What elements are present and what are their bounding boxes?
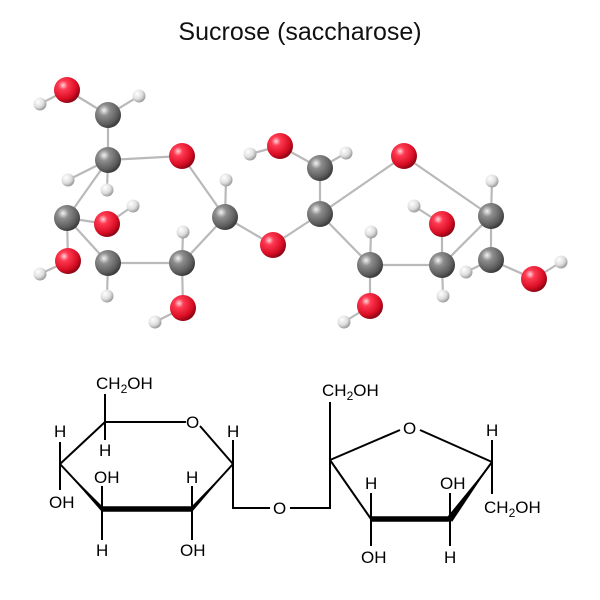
- h-label-f3: H: [365, 474, 377, 493]
- hydrogen-atom: [243, 147, 257, 161]
- carbon-atom: [478, 247, 504, 273]
- glycosidic-oxygen: O: [273, 499, 286, 518]
- hydrogen-atom: [100, 289, 114, 303]
- hydrogen-atom: [132, 89, 146, 103]
- hydrogen-atom: [337, 315, 351, 329]
- h-label-c5: H: [99, 441, 111, 460]
- ring-wedge-left: [60, 464, 102, 512]
- hydrogen-atom: [176, 225, 190, 239]
- oxygen-atom: [55, 248, 81, 274]
- model-atoms: [33, 77, 568, 329]
- oxygen-atom: [170, 295, 196, 321]
- ring-wedge-f-left: [330, 460, 373, 522]
- bond-c4-c5: [59, 421, 106, 465]
- ch2oh-label-fructose-right: CH2OH: [484, 498, 541, 520]
- oxygen-atom: [429, 211, 455, 237]
- oxygen-atom: [94, 211, 120, 237]
- oxygen-atom: [169, 143, 195, 169]
- hydrogen-atom: [554, 255, 568, 269]
- hydrogen-atom: [148, 315, 162, 329]
- carbon-atom: [429, 252, 455, 278]
- oxygen-atom: [391, 143, 417, 169]
- model-bond: [403, 155, 492, 217]
- ch2oh-label-glucose: CH2OH: [96, 374, 153, 396]
- carbon-atom: [95, 147, 121, 173]
- hydrogen-atom: [485, 174, 499, 188]
- h-label-f5: H: [486, 421, 498, 440]
- diagram-title: Sucrose (saccharose): [178, 18, 422, 46]
- carbon-atom: [95, 102, 121, 128]
- hydrogen-atom: [33, 267, 47, 281]
- ring-wedge-right: [192, 464, 233, 512]
- oxygen-atom: [260, 232, 286, 258]
- hydrogen-atom: [364, 225, 378, 239]
- ring-wedge-f-right: [448, 462, 492, 522]
- oh-label-f3: OH: [361, 548, 387, 567]
- glycosidic-bond-left: [232, 464, 270, 509]
- hydrogen-atom: [126, 199, 140, 213]
- bond-f2-o: [329, 429, 401, 461]
- h-label-c1: H: [227, 422, 239, 441]
- h-label-f4: H: [444, 548, 456, 567]
- hydrogen-atom: [459, 265, 473, 279]
- hydrogen-atom: [100, 183, 114, 197]
- hydrogen-atom: [219, 173, 233, 187]
- carbon-atom: [357, 252, 383, 278]
- ring-oxygen-fructose: O: [403, 419, 416, 438]
- carbon-atom: [54, 205, 80, 231]
- carbon-atom: [478, 203, 504, 229]
- oh-label-c3: OH: [94, 468, 120, 487]
- hydrogen-atom: [33, 97, 47, 111]
- ring-oxygen-glucose: O: [186, 413, 199, 432]
- oxygen-atom: [521, 266, 547, 292]
- bond-o-c1: [199, 425, 234, 465]
- oxygen-atom: [54, 77, 80, 103]
- carbon-atom: [307, 155, 333, 181]
- hydrogen-atom: [61, 173, 75, 187]
- oh-label-c4: OH: [49, 493, 75, 512]
- h-label-c2: H: [186, 468, 198, 487]
- ch2oh-label-fructose-top: CH2OH: [322, 381, 379, 403]
- hydrogen-atom: [339, 146, 353, 160]
- oxygen-atom: [267, 133, 293, 159]
- hydrogen-atom: [436, 289, 450, 303]
- oxygen-atom: [357, 293, 383, 319]
- glycosidic-bond-right: [290, 460, 331, 509]
- h-label-c3: H: [96, 541, 108, 560]
- h-label-c4: H: [54, 422, 66, 441]
- bond-o-f5: [419, 429, 493, 463]
- carbon-atom: [307, 201, 333, 227]
- glucose-ring-bonds: [59, 394, 234, 540]
- carbon-atom: [212, 204, 238, 230]
- oh-label-c2: OH: [180, 541, 206, 560]
- hydrogen-atom: [407, 199, 421, 213]
- model-bond: [319, 155, 405, 215]
- carbon-atom: [95, 250, 121, 276]
- carbon-atom: [169, 250, 195, 276]
- oh-label-f4: OH: [440, 474, 466, 493]
